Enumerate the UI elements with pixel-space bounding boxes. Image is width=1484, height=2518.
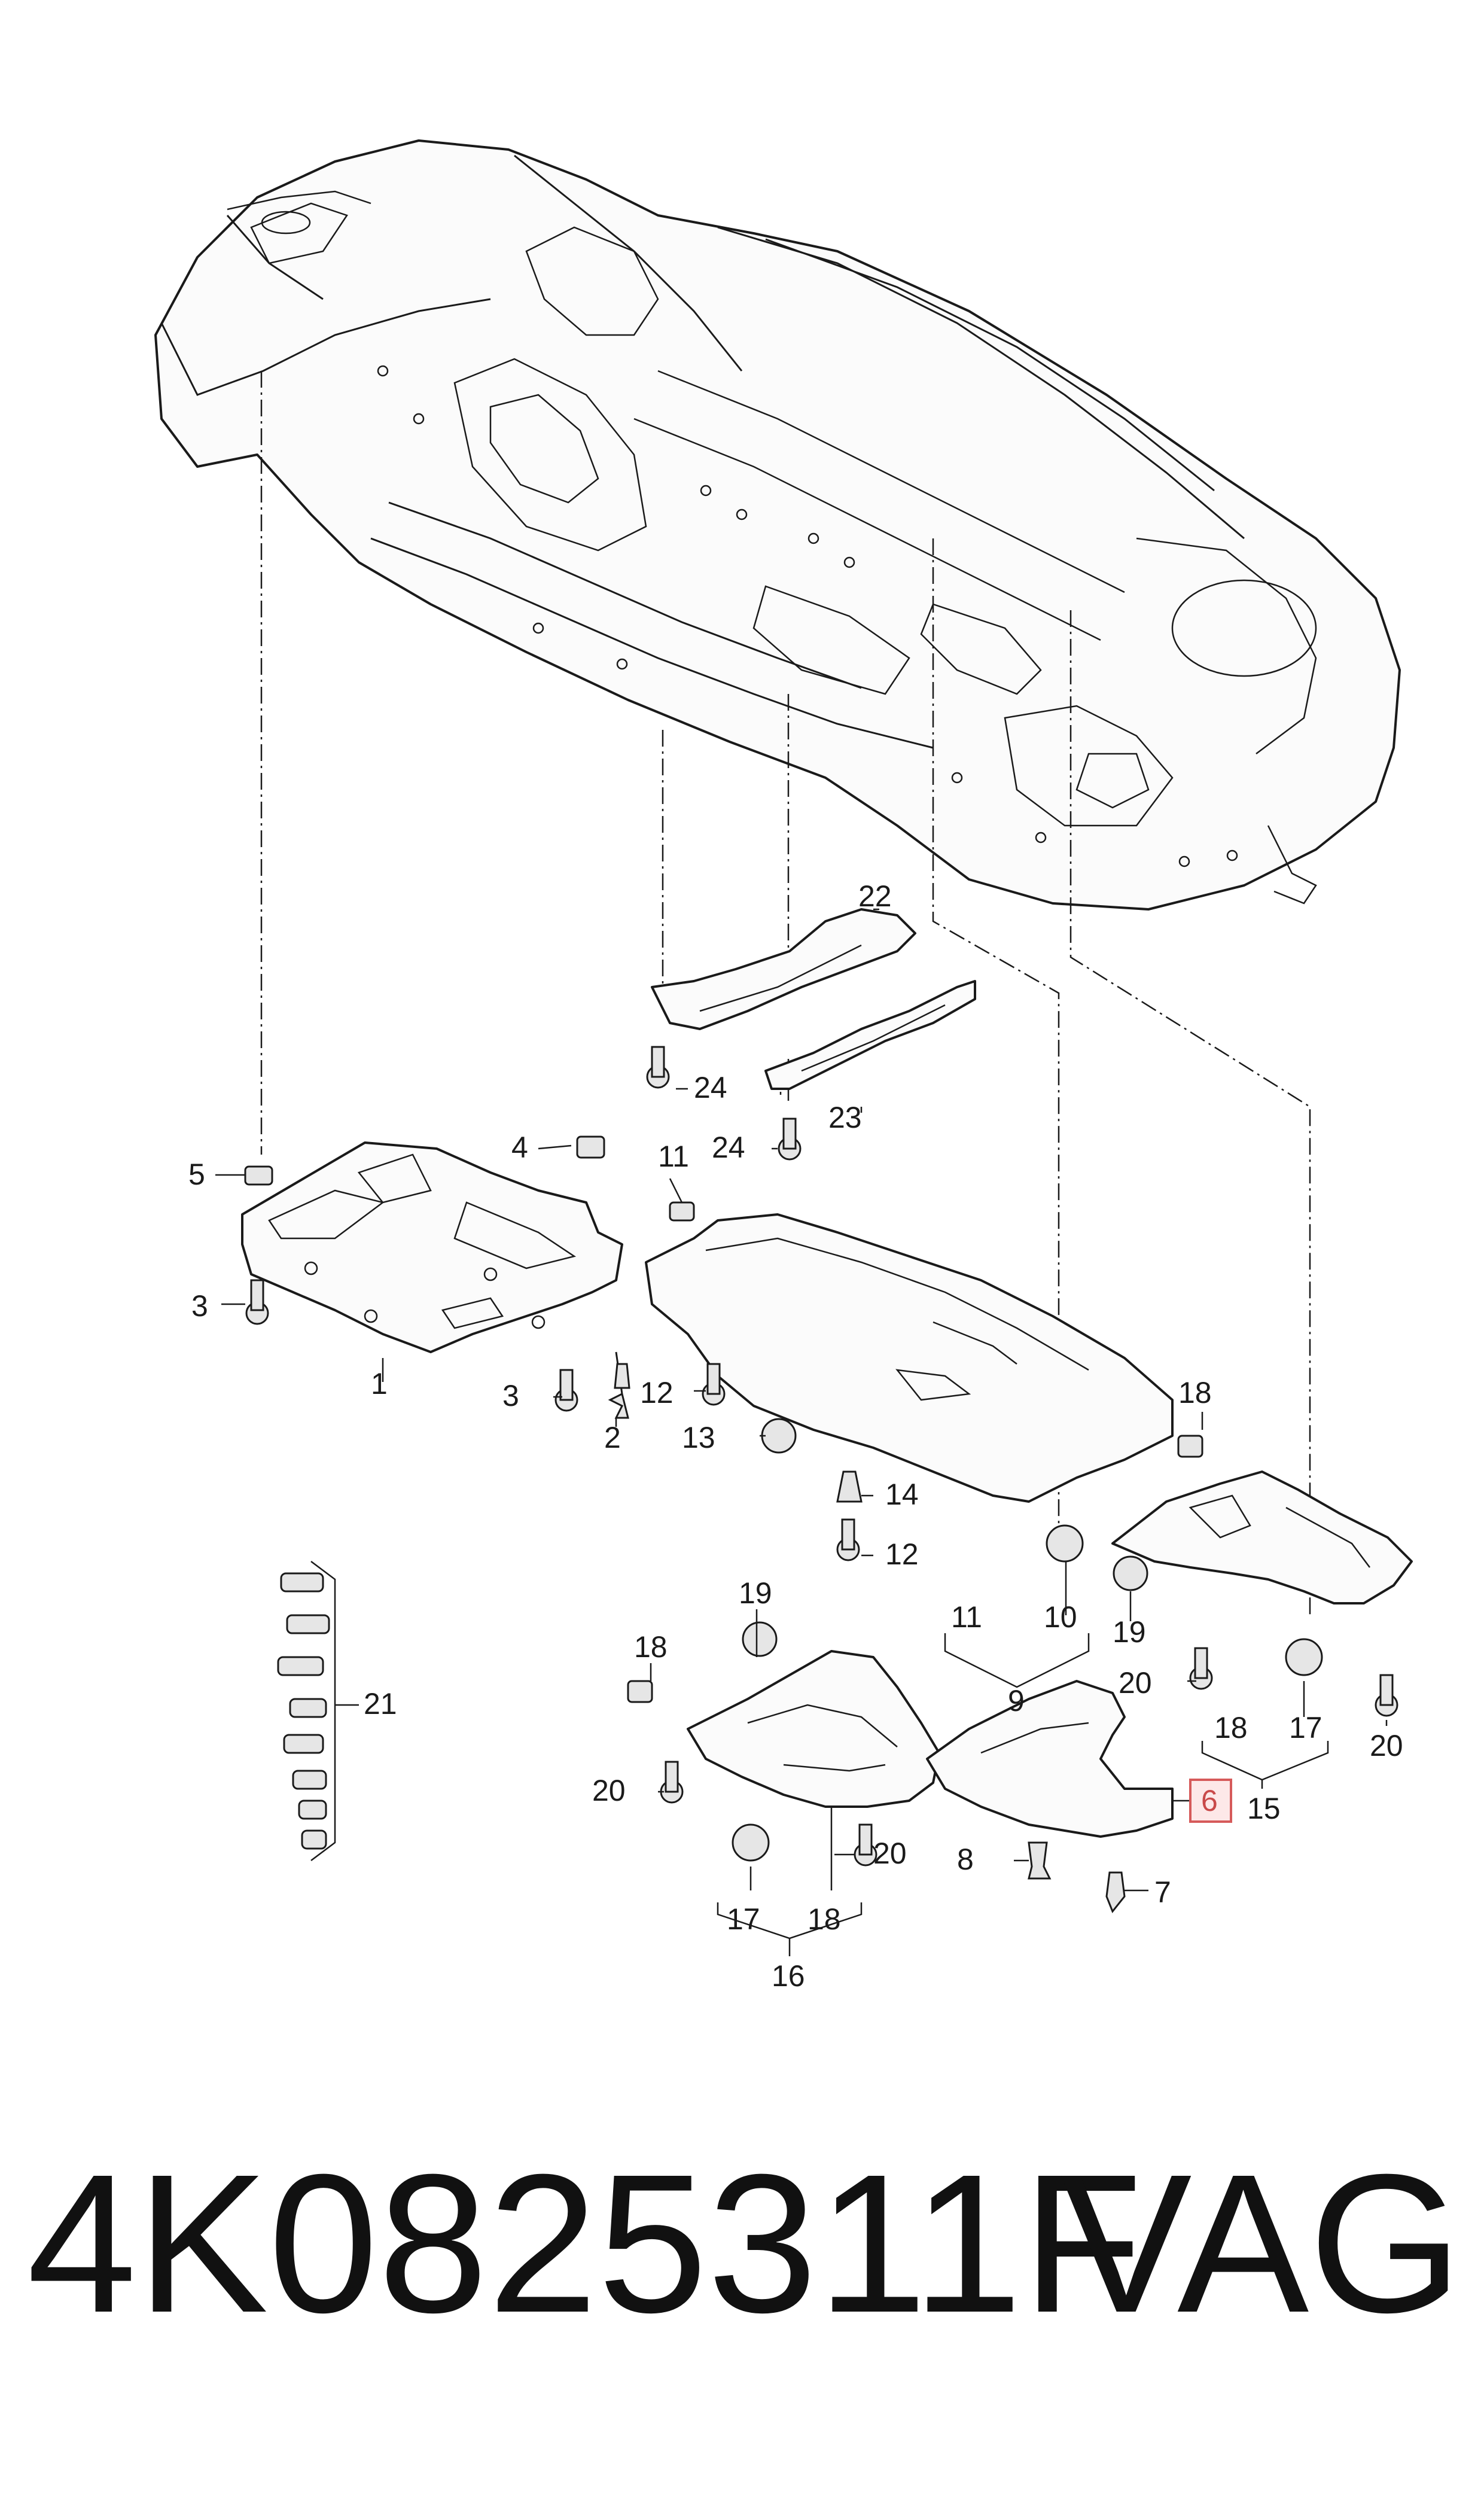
footer: 4K0825311F VAG bbox=[27, 2136, 1462, 2351]
callout-19: 19 bbox=[739, 1576, 772, 1610]
body-rivets bbox=[377, 365, 1238, 867]
callout-15: 15 bbox=[1247, 1792, 1281, 1825]
part-16-rear-left-panel bbox=[687, 1650, 940, 1808]
callout-14: 14 bbox=[885, 1478, 919, 1511]
brand-name: VAG bbox=[1060, 2133, 1462, 2353]
callout-10: 10 bbox=[1044, 1600, 1077, 1634]
callout-7: 7 bbox=[1154, 1875, 1171, 1909]
callout-20: 20 bbox=[1370, 1729, 1403, 1762]
callout-17: 17 bbox=[727, 1902, 760, 1936]
callout-1: 1 bbox=[371, 1367, 388, 1400]
callout-16: 16 bbox=[772, 1959, 805, 1993]
part-9-center-underbody-panel bbox=[645, 1213, 1174, 1503]
callout-3: 3 bbox=[191, 1289, 208, 1323]
part-21-screw-set bbox=[277, 1561, 359, 1861]
callout-18: 18 bbox=[1214, 1711, 1248, 1744]
fasteners bbox=[244, 1046, 1398, 1913]
callout-17: 17 bbox=[1289, 1711, 1323, 1744]
callout-23: 23 bbox=[828, 1101, 862, 1134]
callout-22: 22 bbox=[858, 879, 892, 913]
part-23-tunnel-trim bbox=[764, 980, 976, 1090]
callout-20: 20 bbox=[1119, 1666, 1152, 1700]
part-15-rear-right-panel bbox=[1111, 1470, 1413, 1604]
part-6-rear-center-panel bbox=[926, 1680, 1174, 1838]
leader-lines bbox=[215, 908, 1388, 1956]
callout-12: 12 bbox=[885, 1537, 919, 1571]
callout-24: 24 bbox=[712, 1131, 745, 1164]
callout-9: 9 bbox=[1008, 1684, 1025, 1718]
callout-12: 12 bbox=[640, 1376, 674, 1409]
car-body-outline bbox=[154, 139, 1401, 911]
callout-20: 20 bbox=[592, 1774, 626, 1807]
callout-8: 8 bbox=[957, 1843, 974, 1876]
part-22-tunnel-trim bbox=[651, 908, 916, 1030]
callout-labels: 5 3 1 4 3 2 11 12 13 14 12 22 24 23 24 1… bbox=[188, 879, 1403, 1993]
callout-24: 24 bbox=[694, 1071, 727, 1104]
callout-18: 18 bbox=[1178, 1376, 1212, 1409]
highlight-frame-part-6 bbox=[1189, 1779, 1232, 1823]
callout-11: 11 bbox=[658, 1140, 689, 1173]
callout-18: 18 bbox=[807, 1902, 841, 1936]
callout-3: 3 bbox=[502, 1379, 519, 1412]
callout-5: 5 bbox=[188, 1158, 205, 1191]
callout-13: 13 bbox=[682, 1421, 715, 1454]
callout-21: 21 bbox=[364, 1687, 397, 1721]
callout-18: 18 bbox=[634, 1630, 668, 1664]
callout-19: 19 bbox=[1113, 1615, 1146, 1649]
callout-20: 20 bbox=[873, 1837, 907, 1870]
callout-11: 11 bbox=[951, 1600, 982, 1634]
callout-2: 2 bbox=[604, 1421, 621, 1454]
callout-6: 6 bbox=[1201, 1784, 1218, 1817]
part-number: 4K0825311F bbox=[27, 2133, 1143, 2353]
part-1-front-engine-shield bbox=[241, 1141, 623, 1353]
callout-4: 4 bbox=[511, 1131, 528, 1164]
